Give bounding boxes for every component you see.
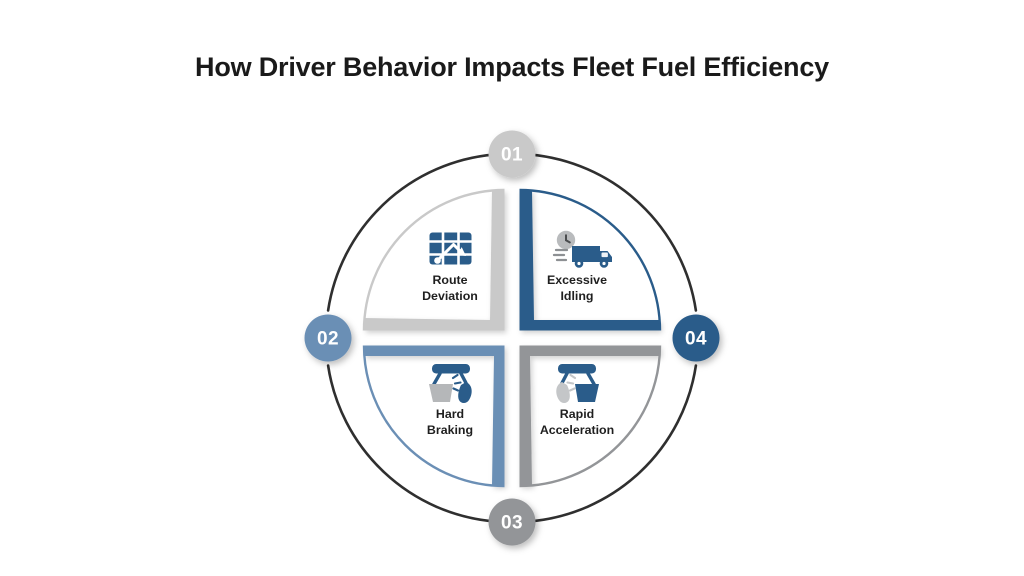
quadrant-hard-braking-label-line1: Hard bbox=[436, 407, 464, 421]
outer-ring-arc-bottom-left bbox=[326, 364, 496, 523]
badge-02[interactable]: 02 bbox=[304, 314, 352, 362]
brake-pedal-icon bbox=[429, 364, 472, 403]
quadrant-circle-diagram: Route Deviation bbox=[282, 108, 742, 568]
quadrant-route-deviation-wedge bbox=[364, 190, 505, 331]
quadrant-rapid-acceleration[interactable]: Rapid Acceleration bbox=[519, 345, 662, 488]
badge-02-number: 02 bbox=[317, 329, 339, 350]
quadrant-route-deviation-label-line1: Route bbox=[432, 273, 467, 287]
badge-01-number: 01 bbox=[501, 145, 523, 166]
accelerator-pedal-icon bbox=[556, 364, 599, 403]
badge-01[interactable]: 01 bbox=[488, 130, 536, 178]
outer-ring-arc-bottom-right bbox=[528, 364, 698, 523]
badge-03[interactable]: 03 bbox=[488, 498, 536, 546]
quadrant-route-deviation[interactable]: Route Deviation bbox=[362, 188, 505, 331]
badge-03-number: 03 bbox=[501, 513, 523, 534]
quadrant-excessive-idling-wedge bbox=[519, 190, 660, 331]
map-route-icon bbox=[429, 232, 472, 265]
badge-04[interactable]: 04 bbox=[672, 314, 720, 362]
quadrant-hard-braking[interactable]: Hard Braking bbox=[362, 345, 505, 488]
quadrant-excessive-idling-label-line2: Idling bbox=[560, 289, 593, 303]
badge-04-number: 04 bbox=[685, 329, 707, 350]
quadrant-excessive-idling[interactable]: Excessive Idling bbox=[519, 188, 662, 331]
quadrant-route-deviation-arc bbox=[362, 188, 505, 331]
quadrant-excessive-idling-label-line1: Excessive bbox=[547, 273, 607, 287]
quadrant-rapid-acceleration-label-line2: Acceleration bbox=[540, 423, 614, 437]
quadrant-excessive-idling-arc bbox=[519, 188, 662, 331]
quadrant-rapid-acceleration-label-line1: Rapid bbox=[560, 407, 594, 421]
truck-clock-icon bbox=[552, 230, 612, 268]
quadrant-rapid-acceleration-arc bbox=[519, 345, 662, 488]
quadrant-hard-braking-label-line2: Braking bbox=[427, 423, 473, 437]
outer-ring-arc-top-right bbox=[528, 153, 698, 312]
page-title: How Driver Behavior Impacts Fleet Fuel E… bbox=[195, 52, 829, 82]
outer-ring bbox=[326, 153, 698, 523]
outer-ring-arc-top-left bbox=[326, 153, 496, 312]
quadrant-route-deviation-label-line2: Deviation bbox=[422, 289, 478, 303]
quadrant-hard-braking-arc bbox=[362, 345, 505, 488]
